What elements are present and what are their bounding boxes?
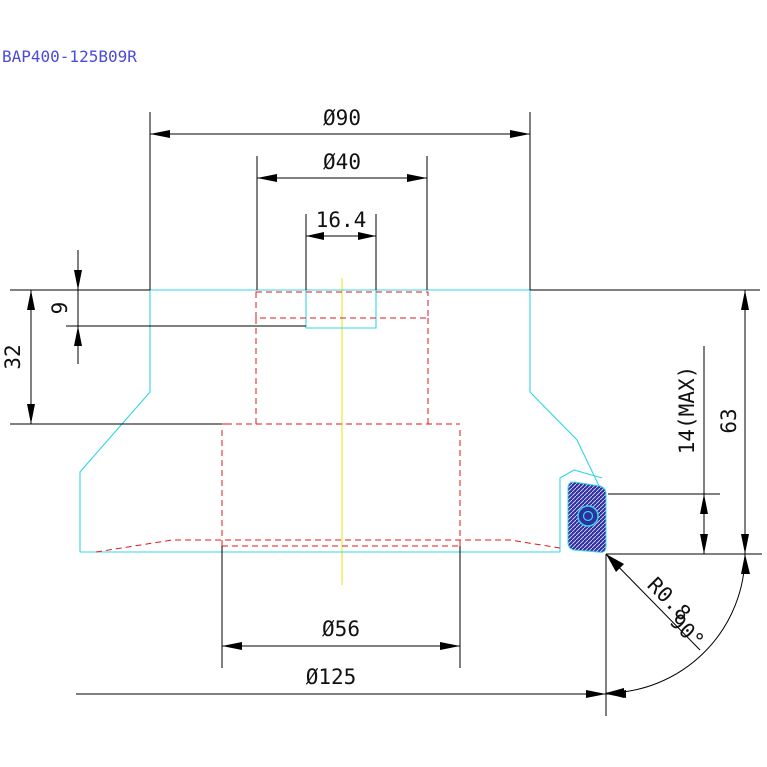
insert-screw xyxy=(577,505,599,527)
dim-label-63: 63 xyxy=(717,408,741,433)
dim-label-d90: Ø90 xyxy=(323,106,361,130)
dim-label-9: 9 xyxy=(48,302,72,315)
cutter-body-outline xyxy=(79,289,603,553)
dim-label-d125: Ø125 xyxy=(306,665,357,689)
dimension-d56: Ø56 xyxy=(221,546,461,668)
dimension-d90: Ø90 xyxy=(149,106,531,290)
drawing-title: BAP400-125B09R xyxy=(2,47,137,66)
dim-label-d56: Ø56 xyxy=(322,617,360,641)
dimension-9: 9 xyxy=(48,250,82,364)
dim-label-16-4: 16.4 xyxy=(316,208,367,232)
dimension-d40: Ø40 xyxy=(256,150,428,290)
dimension-63: 63 xyxy=(717,290,749,554)
hidden-features xyxy=(95,291,561,553)
dim-label-d40: Ø40 xyxy=(323,150,361,174)
dim-label-32: 32 xyxy=(1,344,25,369)
dimension-32: 32 xyxy=(1,290,35,424)
dimension-r08-90: R0.8 90° xyxy=(605,553,750,698)
insert xyxy=(567,481,607,553)
dim-label-14-max: 14(MAX) xyxy=(675,366,699,455)
dimension-14-max: 14(MAX) xyxy=(675,346,708,554)
dimension-16-4: 16.4 xyxy=(305,208,377,290)
